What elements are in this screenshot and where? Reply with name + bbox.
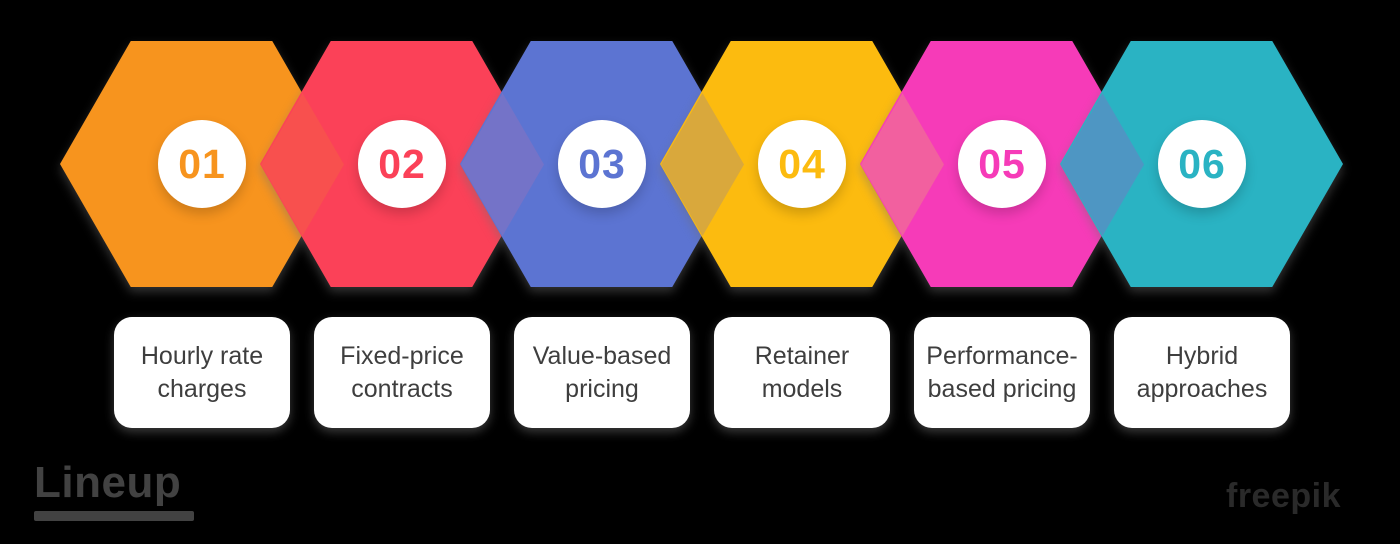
step-label-card-1: Hourly rate charges (114, 317, 290, 428)
step-number-badge-2: 02 (358, 120, 446, 208)
step-number-badge-4: 04 (758, 120, 846, 208)
step-number: 03 (578, 140, 626, 187)
step-number: 05 (978, 140, 1026, 187)
brand-logo-underline (34, 511, 194, 521)
brand-logo: Lineup (34, 458, 194, 521)
step-number-badge-5: 05 (958, 120, 1046, 208)
step-label-card-4: Retainer models (714, 317, 890, 428)
step-number: 02 (378, 140, 426, 187)
step-label: Retainer models (754, 341, 850, 403)
step-number: 06 (1178, 140, 1226, 187)
step-number: 04 (778, 140, 826, 187)
step-label: Hourly rate charges (140, 341, 264, 403)
brand-logo-text: Lineup (34, 458, 182, 507)
step-label-card-2: Fixed-price contracts (314, 317, 490, 428)
step-label: Performance-based pricing (926, 341, 1078, 403)
credit-wordmark: freepik (1226, 477, 1341, 515)
step-label: Fixed-price contracts (340, 341, 464, 403)
step-label-card-3: Value-based pricing (514, 317, 690, 428)
step-label: Value-based pricing (532, 341, 672, 403)
step-number-badge-6: 06 (1158, 120, 1246, 208)
step-label-card-5: Performance-based pricing (914, 317, 1090, 428)
step-number-badge-1: 01 (158, 120, 246, 208)
step-label: Hybrid approaches (1136, 341, 1268, 403)
step-number-badge-3: 03 (558, 120, 646, 208)
step-number: 01 (178, 140, 226, 187)
step-label-card-6: Hybrid approaches (1114, 317, 1290, 428)
